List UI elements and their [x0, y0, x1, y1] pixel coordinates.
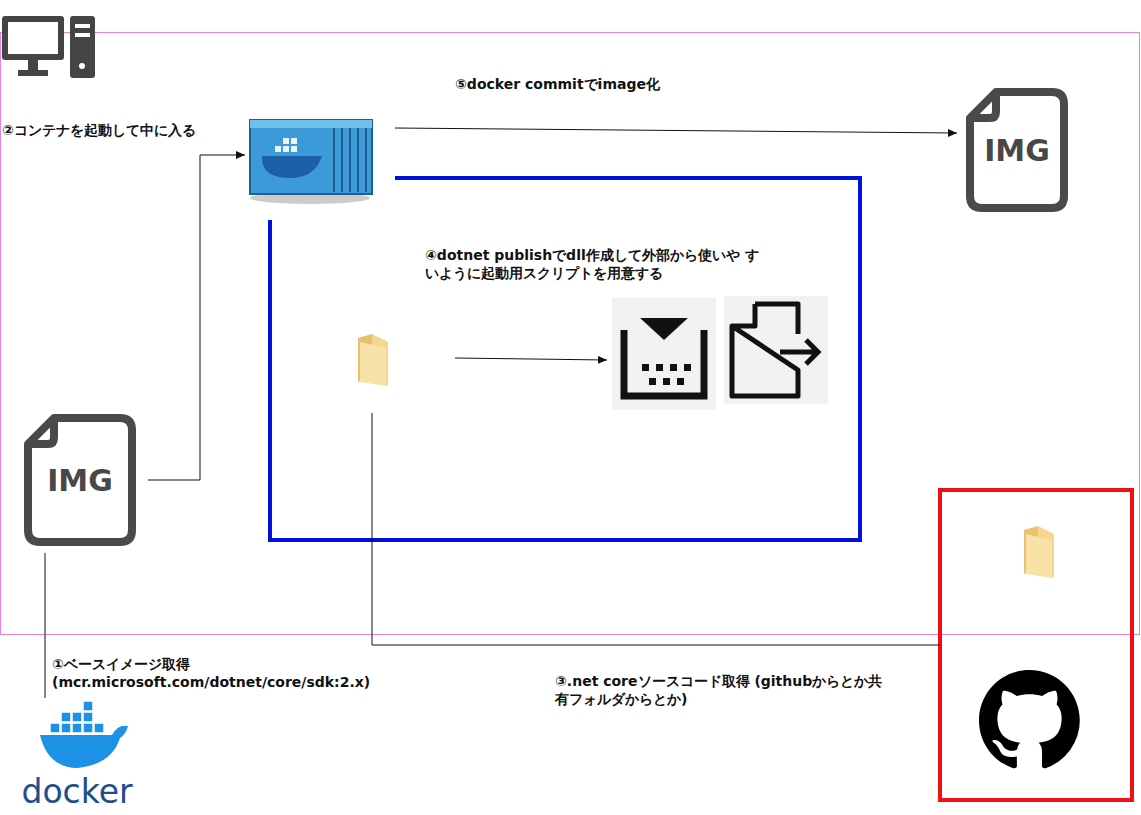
connector — [395, 128, 957, 133]
folder-icon — [1024, 526, 1054, 578]
host-region — [1, 33, 1140, 635]
step-label: ③.net coreソースコード取得 (githubからとか共有フォルダからとか… — [555, 672, 885, 708]
image-label: IMG — [965, 133, 1069, 168]
github-logo — [979, 670, 1080, 768]
connector — [45, 553, 46, 698]
publish-arrow — [455, 358, 607, 360]
connector — [148, 155, 245, 480]
docker-node: docker — [18, 700, 136, 808]
step-label: ⑤docker commitでimage化 — [455, 75, 715, 93]
container-node: ②コンテナを起動して中に入る — [248, 118, 374, 198]
image-node: IMG — [965, 86, 1069, 214]
computer-icon — [2, 16, 95, 78]
image-label: IMG — [23, 463, 137, 498]
container-icon — [250, 120, 372, 204]
build-output-icon — [612, 298, 716, 410]
container-work-area: ④dotnet publishでdll作成して外部から使いや すいように起動用ス… — [270, 178, 860, 540]
logo-wordmark: docker — [18, 775, 136, 808]
container-region — [270, 178, 860, 540]
docker-whale — [40, 701, 128, 768]
step-label: ②コンテナを起動して中に入る — [2, 122, 196, 140]
step-label: ④dotnet publishでdll作成して外部から使いや すいように起動用ス… — [425, 246, 770, 282]
folder-icon — [358, 334, 388, 386]
step-label: ①ベースイメージ取得 (mcr.microsoft.com/dotnet/cor… — [52, 655, 382, 691]
repository-region — [940, 490, 1132, 800]
script-export-icon — [724, 296, 828, 404]
image-node: IMG — [23, 413, 137, 547]
fetch-line — [372, 413, 940, 645]
